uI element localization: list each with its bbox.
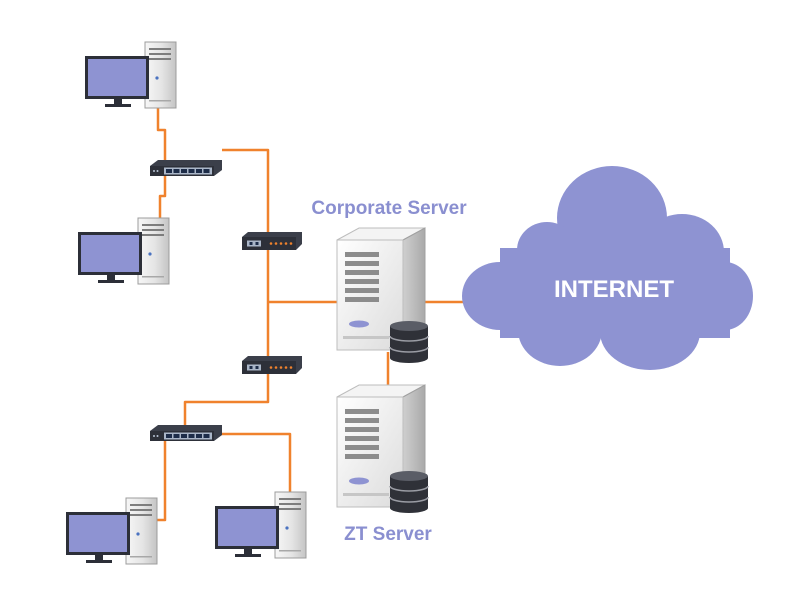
cable-switch-to-second-workstation bbox=[158, 176, 167, 218]
router-icon bbox=[242, 232, 302, 250]
cloud-icon bbox=[462, 166, 753, 370]
cable-network bbox=[156, 108, 470, 522]
zt-server-label: ZT Server bbox=[344, 524, 432, 545]
corporate-server-label: Corporate Server bbox=[311, 198, 467, 219]
cable-switch-to-workstation-left bbox=[157, 440, 167, 522]
cable-top-workstation-to-switch bbox=[156, 108, 167, 160]
zt-server bbox=[336, 384, 429, 514]
network-switch-icon bbox=[150, 160, 222, 176]
workstation-icon bbox=[84, 41, 177, 109]
database-icon bbox=[389, 470, 429, 514]
cable-router-to-switch bbox=[183, 374, 270, 425]
workstation-icon bbox=[214, 491, 307, 559]
network-switch-icon bbox=[150, 425, 222, 441]
workstation-icon bbox=[77, 217, 170, 285]
internet-label: INTERNET bbox=[554, 276, 674, 303]
cable-switch-to-router bbox=[222, 148, 270, 232]
router-icon bbox=[242, 356, 302, 374]
cable-switch-to-workstation-right bbox=[220, 432, 292, 495]
workstation-icon bbox=[65, 497, 158, 565]
database-icon bbox=[389, 320, 429, 364]
corporate-server bbox=[336, 227, 429, 364]
